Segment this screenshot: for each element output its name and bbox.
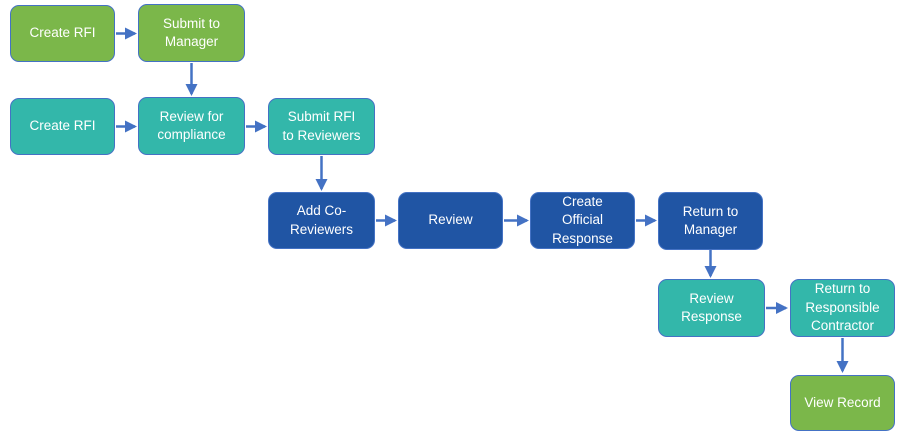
flow-node-view-record: View Record: [790, 375, 895, 431]
flow-node-submit-rfi-to-reviewers: Submit RFI to Reviewers: [268, 98, 375, 155]
flow-node-create-official-response: Create Official Response: [530, 192, 635, 249]
flow-node-add-co-reviewers: Add Co- Reviewers: [268, 192, 375, 249]
flow-node-review-for-compliance: Review for compliance: [138, 97, 245, 155]
flow-node-review: Review: [398, 192, 503, 249]
flow-node-create-rfi-top: Create RFI: [10, 5, 115, 62]
flow-node-submit-to-manager: Submit to Manager: [138, 4, 245, 62]
flow-node-create-rfi: Create RFI: [10, 98, 115, 155]
flow-node-return-to-responsible-contractor: Return to Responsible Contractor: [790, 279, 895, 337]
flow-node-review-response: Review Response: [658, 279, 765, 337]
flow-node-return-to-manager: Return to Manager: [658, 192, 763, 250]
